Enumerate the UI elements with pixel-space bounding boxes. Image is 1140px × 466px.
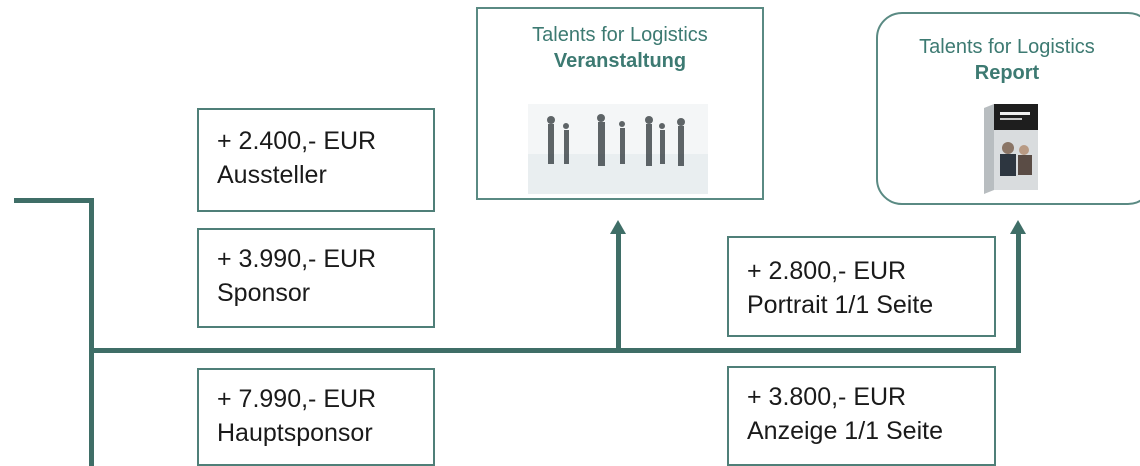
package-aussteller-price: + 2.400,- EUR — [217, 127, 377, 155]
event-crowd-photo — [528, 104, 708, 194]
package-aussteller-label: Aussteller — [217, 161, 327, 189]
report-subtitle: Report — [974, 62, 1040, 84]
event-arrow-shaft — [616, 232, 621, 352]
main-horizontal-connector — [89, 348, 1021, 353]
package-anzeige: + 3.800,- EUR Anzeige 1/1 Seite — [727, 366, 996, 466]
report-book-cover — [984, 104, 1038, 194]
package-hauptsponsor-price: + 7.990,- EUR — [217, 385, 377, 413]
event-target-box: Talents for Logistics Veranstaltung — [476, 7, 764, 200]
left-vertical-connector — [89, 198, 94, 466]
report-title: Talents for Logistics — [919, 36, 1095, 58]
report-arrow-head — [1010, 220, 1026, 234]
package-portrait: + 2.800,- EUR Portrait 1/1 Seite — [727, 236, 996, 337]
package-hauptsponsor-label: Hauptsponsor — [217, 419, 373, 447]
package-aussteller: + 2.400,- EUR Aussteller — [197, 108, 435, 212]
event-arrow-head — [610, 220, 626, 234]
package-hauptsponsor: + 7.990,- EUR Hauptsponsor — [197, 368, 435, 466]
package-sponsor-label: Sponsor — [217, 279, 311, 307]
event-title: Talents for Logistics — [532, 24, 708, 46]
report-arrow-shaft — [1016, 232, 1021, 352]
report-target-box: Talents for Logistics Report — [876, 12, 1140, 205]
event-subtitle: Veranstaltung — [553, 50, 687, 72]
package-anzeige-label: Anzeige 1/1 Seite — [747, 417, 943, 445]
package-anzeige-price: + 3.800,- EUR — [747, 383, 907, 411]
package-portrait-label: Portrait 1/1 Seite — [747, 291, 934, 319]
package-sponsor-price: + 3.990,- EUR — [217, 245, 377, 273]
left-top-connector — [14, 198, 94, 203]
package-sponsor: + 3.990,- EUR Sponsor — [197, 228, 435, 328]
package-portrait-price: + 2.800,- EUR — [747, 257, 907, 285]
